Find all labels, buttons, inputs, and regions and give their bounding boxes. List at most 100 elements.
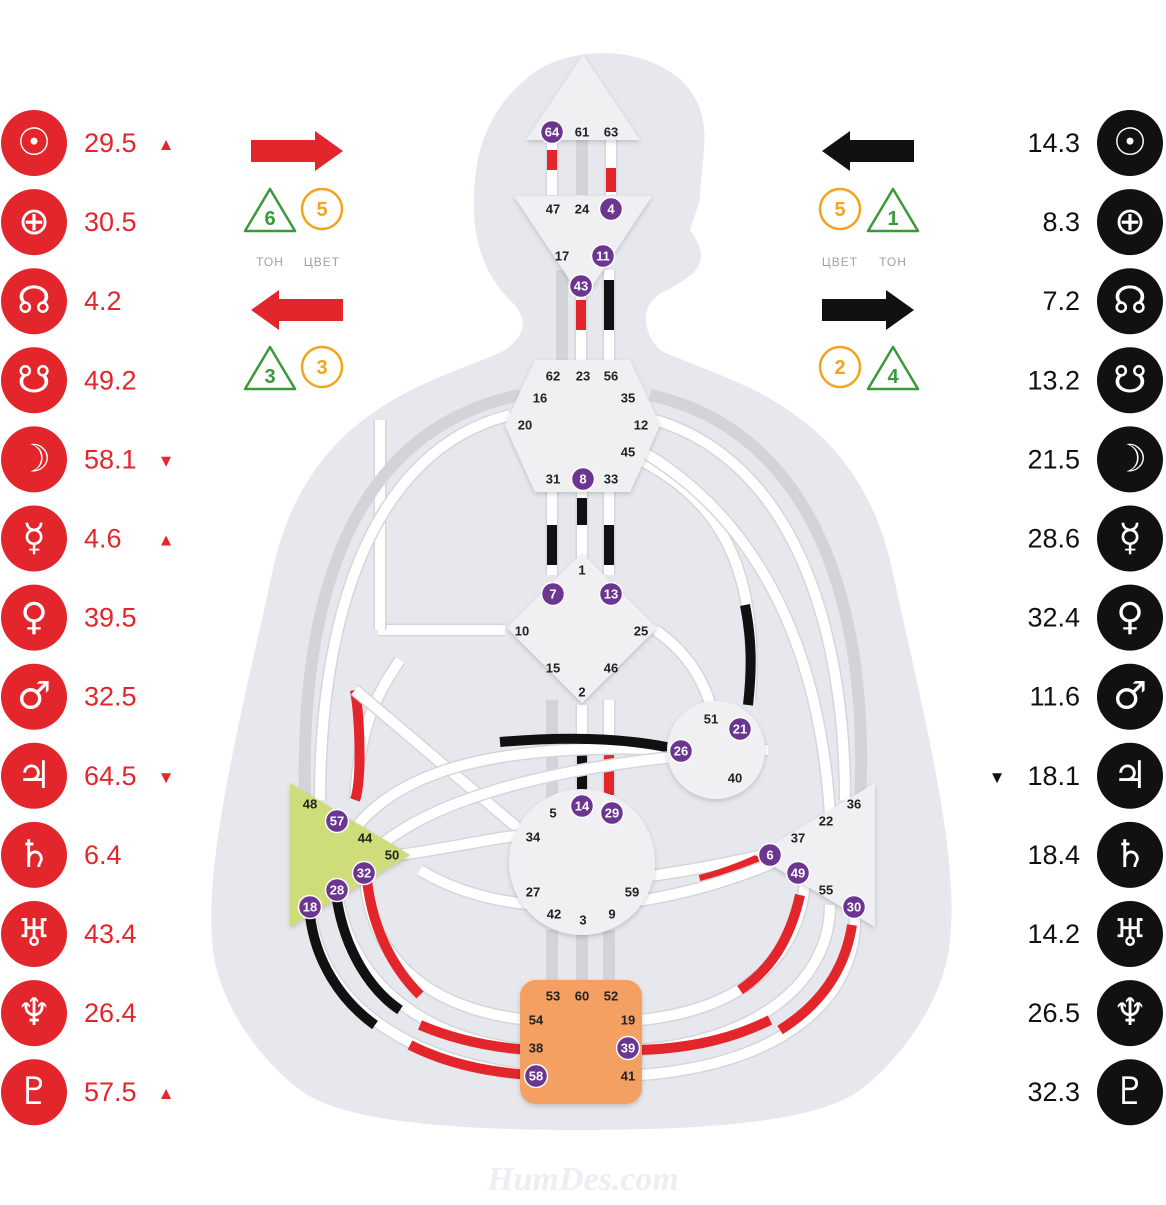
gate-60[interactable]: 60	[575, 989, 589, 1004]
gate-51[interactable]: 51	[704, 712, 718, 727]
gate-15[interactable]: 15	[546, 661, 560, 676]
gate-47-number: 47	[546, 202, 560, 217]
gate-62[interactable]: 62	[546, 369, 560, 384]
gate-32[interactable]: 32	[351, 860, 377, 886]
gate-25[interactable]: 25	[634, 624, 648, 639]
gate-13[interactable]: 13	[598, 581, 624, 607]
gate-12[interactable]: 12	[634, 418, 648, 433]
gate-29[interactable]: 29	[599, 800, 625, 826]
gate-10[interactable]: 10	[515, 624, 529, 639]
gate-34-number: 34	[526, 830, 541, 845]
gate-22[interactable]: 22	[819, 814, 833, 829]
channel-18-58-active-1	[407, 1040, 531, 1080]
gate-14[interactable]: 14	[569, 793, 595, 819]
gate-37[interactable]: 37	[791, 831, 805, 846]
gate-45[interactable]: 45	[621, 445, 635, 460]
gate-46[interactable]: 46	[604, 661, 618, 676]
design-planet-marker: ▲	[158, 531, 175, 550]
gate-28[interactable]: 28	[324, 877, 350, 903]
gate-16[interactable]: 16	[533, 391, 547, 406]
gate-7[interactable]: 7	[540, 581, 566, 607]
gate-56[interactable]: 56	[604, 369, 618, 384]
gate-9[interactable]: 9	[608, 907, 615, 922]
gate-33-number: 33	[604, 472, 618, 487]
gate-2[interactable]: 2	[578, 685, 585, 700]
personality-planet-value: 18.4	[1027, 840, 1080, 870]
gate-43[interactable]: 43	[568, 273, 594, 299]
gate-13-marker	[598, 581, 624, 607]
gate-41[interactable]: 41	[621, 1069, 635, 1084]
gate-26[interactable]: 26	[668, 738, 694, 764]
gate-36[interactable]: 36	[847, 797, 861, 812]
gate-16-number: 16	[533, 391, 547, 406]
personality-south-node-icon	[1097, 347, 1163, 414]
design-planet-value: 6.4	[84, 840, 122, 870]
gate-64[interactable]: 64	[539, 119, 565, 145]
design-planet-row: ☿4.6▲	[1, 505, 175, 572]
gate-57[interactable]: 57	[324, 808, 350, 834]
design-top-color-badge-circle	[300, 187, 344, 231]
gate-59[interactable]: 59	[625, 885, 639, 900]
gate-17[interactable]: 17	[555, 249, 569, 264]
personality-saturn-icon-glyph: ♄	[1113, 832, 1147, 876]
gate-47[interactable]: 47	[546, 202, 560, 217]
gate-13-number: 13	[604, 587, 618, 602]
gate-61[interactable]: 61	[575, 125, 589, 140]
personality-planet-row: ☿28.6	[1027, 505, 1163, 572]
gate-31[interactable]: 31	[546, 472, 560, 487]
design-planet-row: ☊4.2	[1, 268, 122, 335]
gate-50[interactable]: 50	[385, 848, 399, 863]
gate-30[interactable]: 30	[841, 894, 867, 920]
gate-58[interactable]: 58	[523, 1063, 549, 1089]
design-planet-value: 49.2	[84, 365, 137, 395]
gate-20-number: 20	[518, 418, 532, 433]
gate-64-marker	[539, 119, 565, 145]
gate-11[interactable]: 11	[590, 243, 616, 269]
gate-39[interactable]: 39	[615, 1035, 641, 1061]
gate-27[interactable]: 27	[526, 885, 540, 900]
personality-neptune-icon-glyph: ♆	[1113, 990, 1147, 1034]
gate-23[interactable]: 23	[576, 369, 590, 384]
gate-63-number: 63	[604, 125, 618, 140]
gate-54[interactable]: 54	[529, 1013, 544, 1028]
gate-48[interactable]: 48	[303, 797, 317, 812]
gate-63[interactable]: 63	[604, 125, 618, 140]
personality-arrow-bottom	[822, 290, 914, 330]
gate-38[interactable]: 38	[529, 1041, 543, 1056]
gate-19[interactable]: 19	[621, 1013, 635, 1028]
gate-6-number: 6	[766, 848, 773, 863]
personality-planet-value: 32.4	[1027, 603, 1080, 633]
gate-1[interactable]: 1	[578, 563, 585, 578]
personality-planet-row: ♇32.3	[1027, 1059, 1163, 1126]
gate-18[interactable]: 18	[297, 894, 323, 920]
gate-3[interactable]: 3	[579, 913, 586, 928]
design-sun-icon	[1, 110, 67, 176]
design-planet-marker: ▲	[158, 135, 175, 154]
gate-41-number: 41	[621, 1069, 635, 1084]
gate-59-number: 59	[625, 885, 639, 900]
design-top-color-badge: 5	[300, 187, 344, 231]
gate-4[interactable]: 4	[598, 196, 624, 222]
gate-52[interactable]: 52	[604, 989, 618, 1004]
gate-6[interactable]: 6	[757, 842, 783, 868]
design-uranus-icon-glyph: ♅	[17, 911, 51, 955]
gate-21[interactable]: 21	[727, 716, 753, 742]
gate-40[interactable]: 40	[728, 771, 742, 786]
gate-8[interactable]: 8	[570, 466, 596, 492]
gate-24[interactable]: 24	[575, 202, 590, 217]
gate-42[interactable]: 42	[547, 907, 561, 922]
gate-5[interactable]: 5	[549, 806, 556, 821]
channel-32-54-active-0	[362, 879, 424, 999]
gate-35[interactable]: 35	[621, 391, 635, 406]
gate-34[interactable]: 34	[526, 830, 541, 845]
personality-moon-icon	[1097, 426, 1163, 493]
personality-planet-value: 32.3	[1027, 1077, 1080, 1107]
gate-23-number: 23	[576, 369, 590, 384]
gate-49[interactable]: 49	[785, 860, 811, 886]
gate-44[interactable]: 44	[358, 831, 373, 846]
gate-53[interactable]: 53	[546, 989, 560, 1004]
gate-20[interactable]: 20	[518, 418, 532, 433]
gate-28-number: 28	[330, 883, 344, 898]
gate-55[interactable]: 55	[819, 883, 833, 898]
gate-33[interactable]: 33	[604, 472, 618, 487]
